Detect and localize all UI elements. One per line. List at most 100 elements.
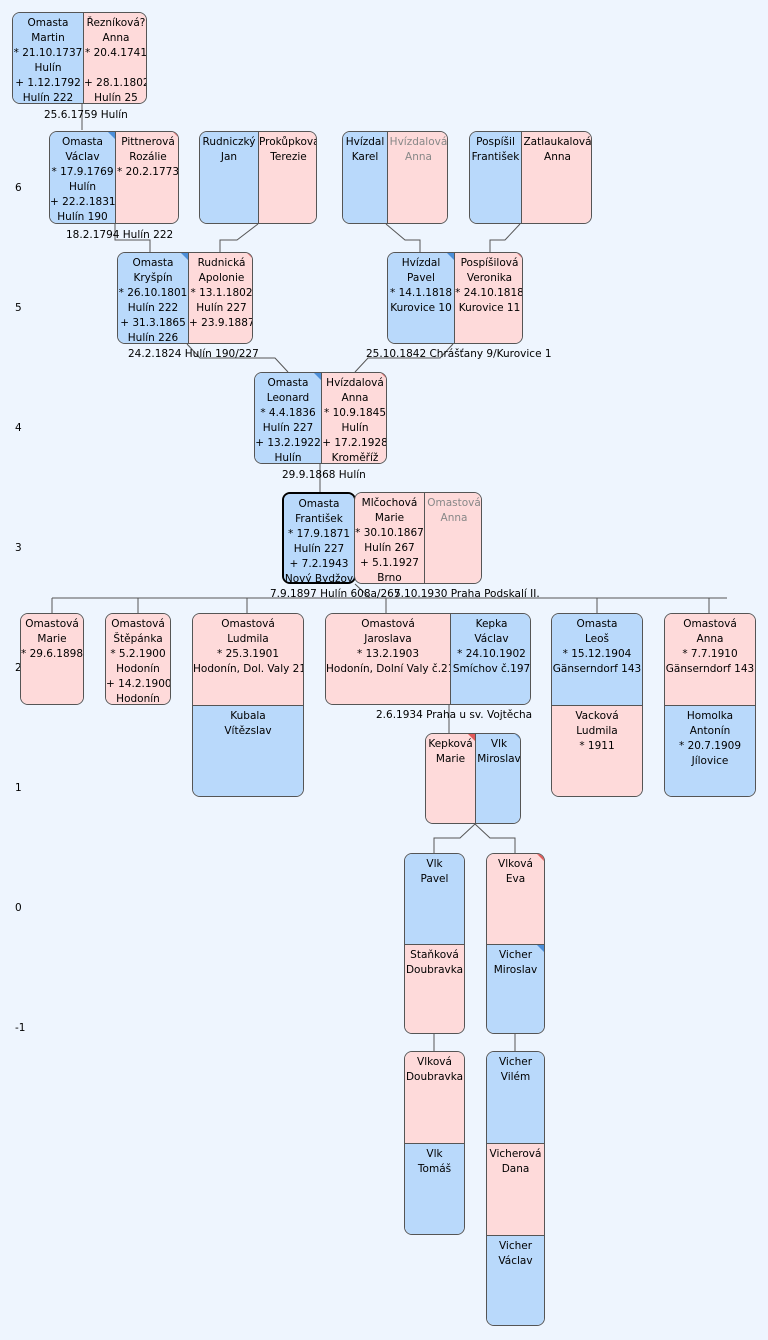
marriage-label: 18.2.1794 Hulín 222	[66, 229, 174, 241]
person-text-line: Vlková	[417, 1056, 452, 1068]
person-text-line: * 5.2.1900	[110, 648, 166, 660]
person-text-line: Antonín	[689, 725, 731, 737]
person-text-line: Hulín 25	[94, 92, 138, 103]
person-text-line: Mlčochová	[361, 497, 418, 509]
person-text-line: * 13.1.1802	[190, 287, 253, 299]
person-text-line: Doubravka	[405, 964, 464, 976]
person-text-line: Kurovice 11	[458, 302, 521, 314]
person-text-line: Dana	[501, 1163, 530, 1175]
person-text-line: Anna	[696, 633, 724, 645]
person-text-line: Vicherová	[489, 1148, 542, 1160]
person-text-line: Vicher	[498, 949, 533, 961]
person-text-line: Terezie	[270, 151, 307, 163]
person-text-line: Rudniczký	[202, 136, 256, 148]
person-text-line: Smíchov č.197	[452, 663, 531, 675]
person-text-line: Hulín 227	[196, 302, 247, 314]
person-text-line: Rudnická	[197, 257, 246, 269]
person-text-line: Brno	[377, 572, 402, 583]
person-text-line: Vlk	[426, 1148, 443, 1160]
person-text-line: Hvízdal	[401, 257, 441, 269]
person-text-line: + 28.1.1802	[84, 77, 147, 89]
person-text-line: Omasta	[132, 257, 174, 269]
person-text-line: Anna	[102, 32, 130, 44]
person-text-line: Kroměříž	[331, 452, 379, 463]
person-text-line: * 20.7.1909	[678, 740, 742, 752]
person-text-line: Hodonín	[116, 663, 160, 675]
person-text-line: Miroslav	[477, 753, 521, 765]
person-text-line: Václav	[498, 1255, 533, 1267]
person-text-line: * 20.2.1773	[116, 166, 179, 178]
person-text-line: + 22.2.1831	[50, 196, 115, 208]
marriage-label: 7.9.1897 Hulín 608a/267	[270, 588, 401, 600]
corner-marker-icon	[537, 945, 544, 952]
person-text-line: Hvízdalová	[326, 377, 384, 389]
person-text-line: Pittnerová	[121, 136, 175, 148]
person-text-line: Nový Bydžov	[284, 573, 354, 582]
person-text-line: Zatlaukalová	[523, 136, 592, 148]
person-text-line: František	[295, 513, 343, 525]
person-text-line: * 20.4.1741	[84, 47, 147, 59]
